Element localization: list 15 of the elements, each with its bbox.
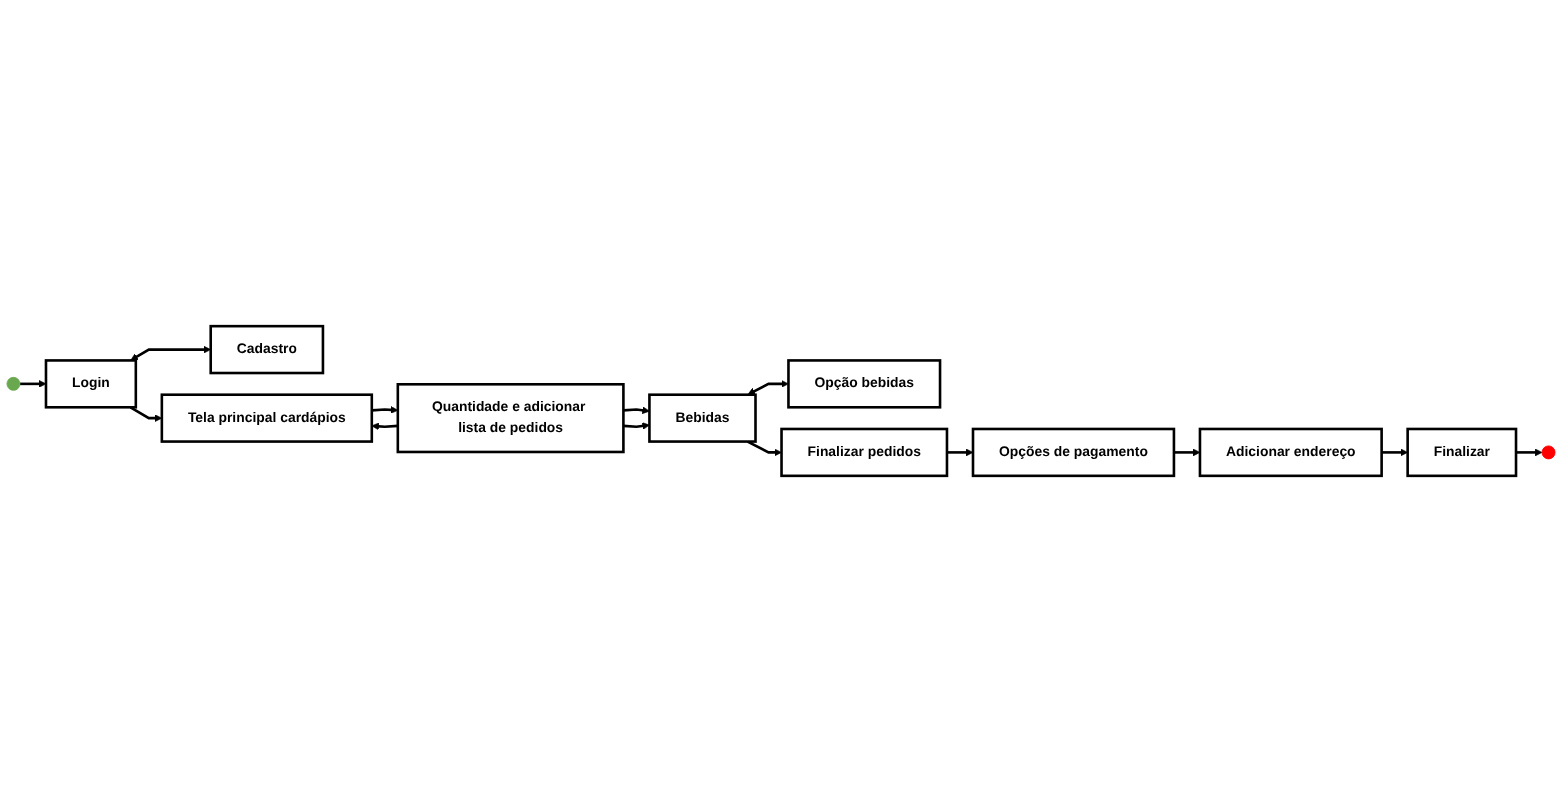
arrow bbox=[1381, 448, 1408, 457]
arrow bbox=[371, 406, 399, 414]
arrow bbox=[623, 406, 650, 415]
arrow bbox=[130, 345, 212, 361]
arrow bbox=[747, 380, 789, 395]
arrow bbox=[19, 380, 47, 388]
node-circle bbox=[6, 376, 21, 391]
arrow bbox=[371, 422, 398, 431]
arrow bbox=[1516, 448, 1543, 457]
arrow bbox=[1173, 448, 1201, 457]
arrow bbox=[129, 406, 163, 422]
arrow bbox=[946, 448, 974, 457]
arrow bbox=[623, 422, 650, 430]
arrow bbox=[747, 440, 782, 457]
node-circle bbox=[1541, 445, 1556, 460]
